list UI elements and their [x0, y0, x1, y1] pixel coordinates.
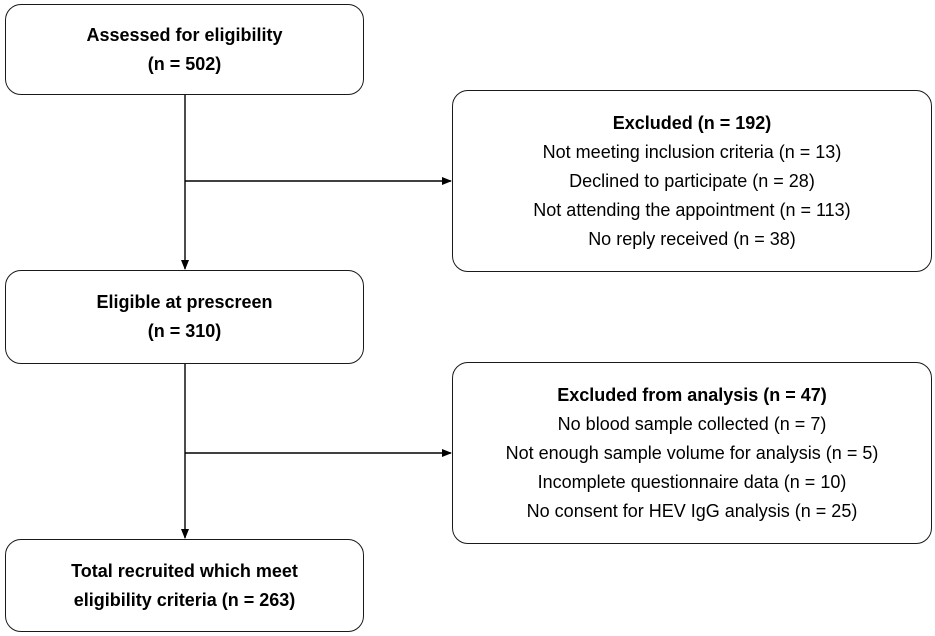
total-line-2: eligibility criteria (n = 263) [73, 589, 296, 610]
eligible-box: Eligible at prescreen (n = 310) [5, 270, 364, 364]
excluded-analysis-reason: No consent for HEV IgG analysis (n = 25) [526, 500, 858, 521]
excluded-analysis-box: Excluded from analysis (n = 47) No blood… [452, 362, 932, 544]
total-line-1: Total recruited which meet [71, 560, 298, 581]
excluded-analysis-reason: Incomplete questionnaire data (n = 10) [537, 471, 847, 492]
eligible-title: Eligible at prescreen [96, 292, 273, 312]
excluded-initial-reason: Declined to participate (n = 28) [569, 170, 815, 191]
assessed-box: Assessed for eligibility (n = 502) [5, 4, 364, 95]
excluded-initial-reason: No reply received (n = 38) [588, 228, 796, 249]
excluded-analysis-reason: Not enough sample volume for analysis (n… [505, 442, 879, 463]
excluded-initial-reason: Not meeting inclusion criteria (n = 13) [542, 141, 842, 162]
excluded-initial-title: Excluded (n = 192) [612, 112, 772, 133]
total-box: Total recruited which meet eligibility c… [5, 539, 364, 632]
eligible-count: (n = 310) [147, 321, 222, 341]
excluded-analysis-reason: No blood sample collected (n = 7) [557, 413, 827, 434]
excluded-analysis-title: Excluded from analysis (n = 47) [557, 384, 827, 405]
assessed-title: Assessed for eligibility [86, 24, 283, 45]
excluded-initial-box: Excluded (n = 192) Not meeting inclusion… [452, 90, 932, 272]
assessed-count: (n = 502) [147, 53, 222, 74]
excluded-initial-reason: Not attending the appointment (n = 113) [533, 199, 851, 220]
